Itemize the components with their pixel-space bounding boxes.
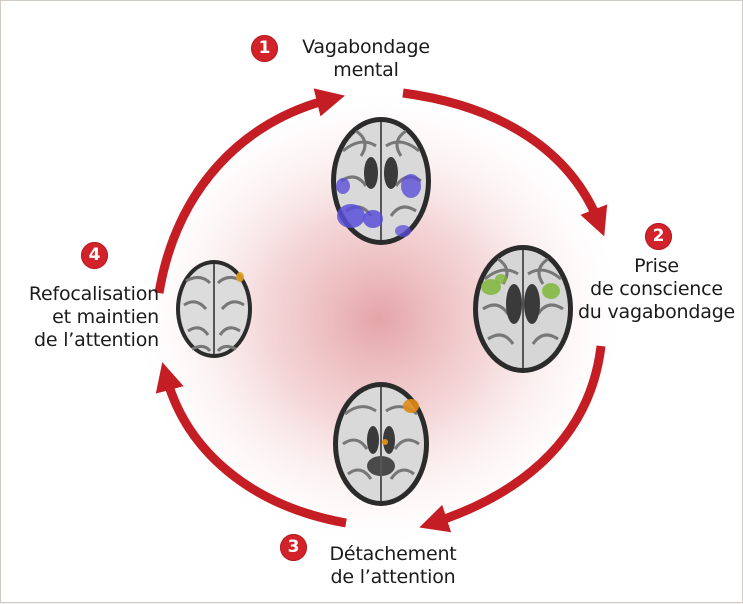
stage-3-label-line-2: de l’attention [313,566,473,589]
stage-2-label-line-3: du vagabondage [569,301,743,324]
stage-1-label-line-2: mental [281,59,451,82]
stage-4-label-line-2: et maintien [9,306,159,329]
stage-2-label-line-1: Prise [569,255,743,278]
brain-slice-2 [473,245,573,373]
stage-3-label-line-1: Détachement [313,543,473,566]
stage-3-number-badge: 3 [280,534,307,561]
brain-slice-3 [333,382,429,506]
stage-4-label: Refocalisation et maintien de l’attentio… [9,283,159,352]
stage-4-number-badge: 4 [81,242,108,269]
stage-2-label: Prise de conscience du vagabondage [569,255,743,324]
stage-1-label: Vagabondage mental [281,36,451,82]
stage-4-label-line-3: de l’attention [9,329,159,352]
brain-slice-1 [331,117,431,245]
stage-3-label: Détachement de l’attention [313,543,473,589]
stage-2-label-line-2: de conscience [569,278,743,301]
stage-1-number-badge: 1 [251,35,278,62]
stage-4-label-line-1: Refocalisation [9,283,159,306]
brain-slice-4 [176,260,252,358]
stage-2-number-badge: 2 [645,223,672,250]
stage-1-label-line-1: Vagabondage [281,36,451,59]
